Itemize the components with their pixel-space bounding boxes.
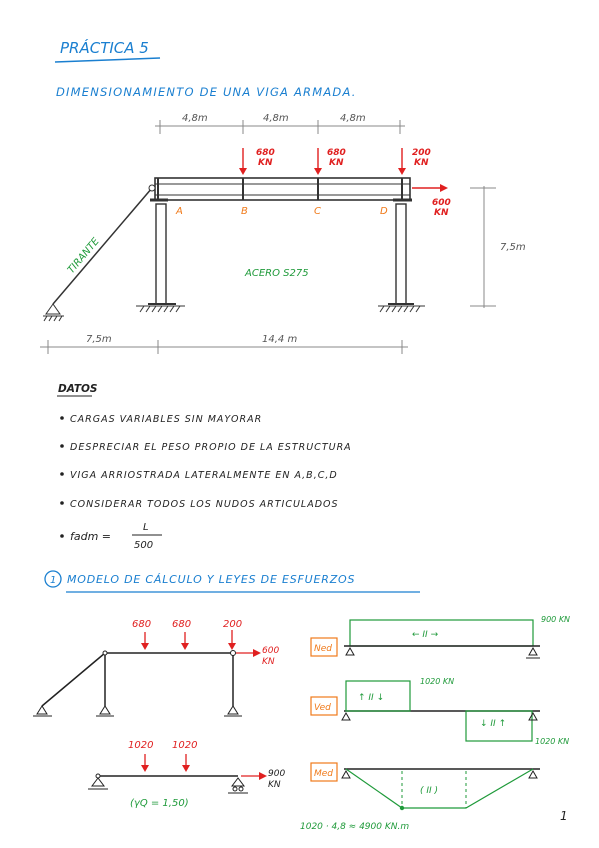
horizontal-load-value: 600 [432,198,451,208]
model-load-1: 680 [132,619,151,630]
load-d-unit: KN [414,158,429,168]
beam-load-1: 1020 [128,740,153,751]
beam-h-load: 900 [268,769,285,779]
beam-model: 1020 1020 900 KN (γQ = 1,50) [88,740,285,809]
model-h-load: 600 [262,646,279,656]
point-b: B [241,206,248,217]
span-dimension-2: 4,8m [263,113,289,124]
formula-denominator: 500 [134,540,153,551]
model-h-unit: KN [262,657,275,667]
ved-sign-bottom: ↓ II ↑ [480,719,506,729]
datos-item-4: CONSIDERAR TODOS LOS NUDOS ARTICULADOS [70,499,339,510]
section-number: 1 [50,575,56,586]
title-underline [54,57,161,63]
page-number: 1 [560,809,568,823]
load-b-unit: KN [258,158,273,168]
ned-value: 900 KN [541,615,570,624]
med-value: 1020 · 4,8 ≈ 4900 KN.m [300,822,409,832]
ved-top-value: 1020 KN [420,677,454,686]
datos-list: CARGAS VARIABLES SIN MAYORAR DESPRECIAR … [60,414,351,551]
med-sign: ( II ) [420,786,438,796]
load-d-value: 200 [412,148,431,158]
ned-diagram: Ned ← II → 900 KN [310,615,570,659]
point-c: C [314,206,321,217]
section-number-circle [44,570,62,588]
calc-model-frame: 680 680 200 600 KN [33,619,279,717]
ved-bottom-value: 1020 KN [535,737,569,746]
beam-h-unit: KN [268,780,281,790]
built-up-beam [154,177,411,201]
model-load-3: 200 [223,619,242,630]
med-label: Med [314,769,333,779]
height-dimension: 7,5m [500,242,526,253]
datos-item-3: VIGA ARRIOSTRADA LATERALMENTE EN A,B,C,D [70,470,338,481]
gamma-factor: (γQ = 1,50) [130,798,189,809]
document-subtitle: DIMENSIONAMIENTO DE UNA VIGA ARMADA. [56,85,357,99]
ved-sign-top: ↑ II ↓ [358,693,384,703]
formula-numerator: L [143,522,149,533]
datos-item-2: DESPRECIAR EL PESO PROPIO DE LA ESTRUCTU… [70,442,352,453]
tie-label: TIRANTE [66,236,102,276]
beam-load-2: 1020 [172,740,197,751]
right-column [395,203,407,305]
datos-item-1: CARGAS VARIABLES SIN MAYORAR [70,414,262,425]
moment-diagram [345,768,534,809]
datos-title: DATOS [58,383,98,395]
left-column [155,203,167,305]
ned-sign: ← II → [412,630,439,640]
section-title: MODELO DE CÁLCULO Y LEYES DE ESFUERZOS [67,573,355,586]
load-b-value: 680 [256,148,275,158]
ned-fill [349,619,534,647]
load-c-unit: KN [329,158,344,168]
structure-drawing: 4,8m 4,8m 4,8m TIRANTE [40,113,526,354]
ved-diagram: Ved 1020 KN 1020 KN ↑ II ↓ ↓ II ↑ [310,677,569,746]
tie-rod [52,187,153,305]
horizontal-load-unit: KN [434,208,449,218]
page-title: PRÁCTICA 5 [60,38,149,57]
med-diagram: Med ( II ) 1020 · 4,8 ≈ 4900 KN.m [300,762,540,832]
formula-lhs: fadm = [70,530,111,543]
model-load-2: 680 [172,619,191,630]
ved-label: Ved [314,703,331,713]
span-dimension-3: 4,8m [340,113,366,124]
bottom-dimension-2: 14,4 m [262,334,297,345]
ned-label: Ned [314,644,332,654]
load-c-value: 680 [327,148,346,158]
span-dimension-1: 4,8m [182,113,208,124]
bottom-dimension-1: 7,5m [86,334,112,345]
point-d: D [380,206,388,217]
point-a: A [175,206,183,217]
material-label: ACERO S275 [244,268,309,279]
